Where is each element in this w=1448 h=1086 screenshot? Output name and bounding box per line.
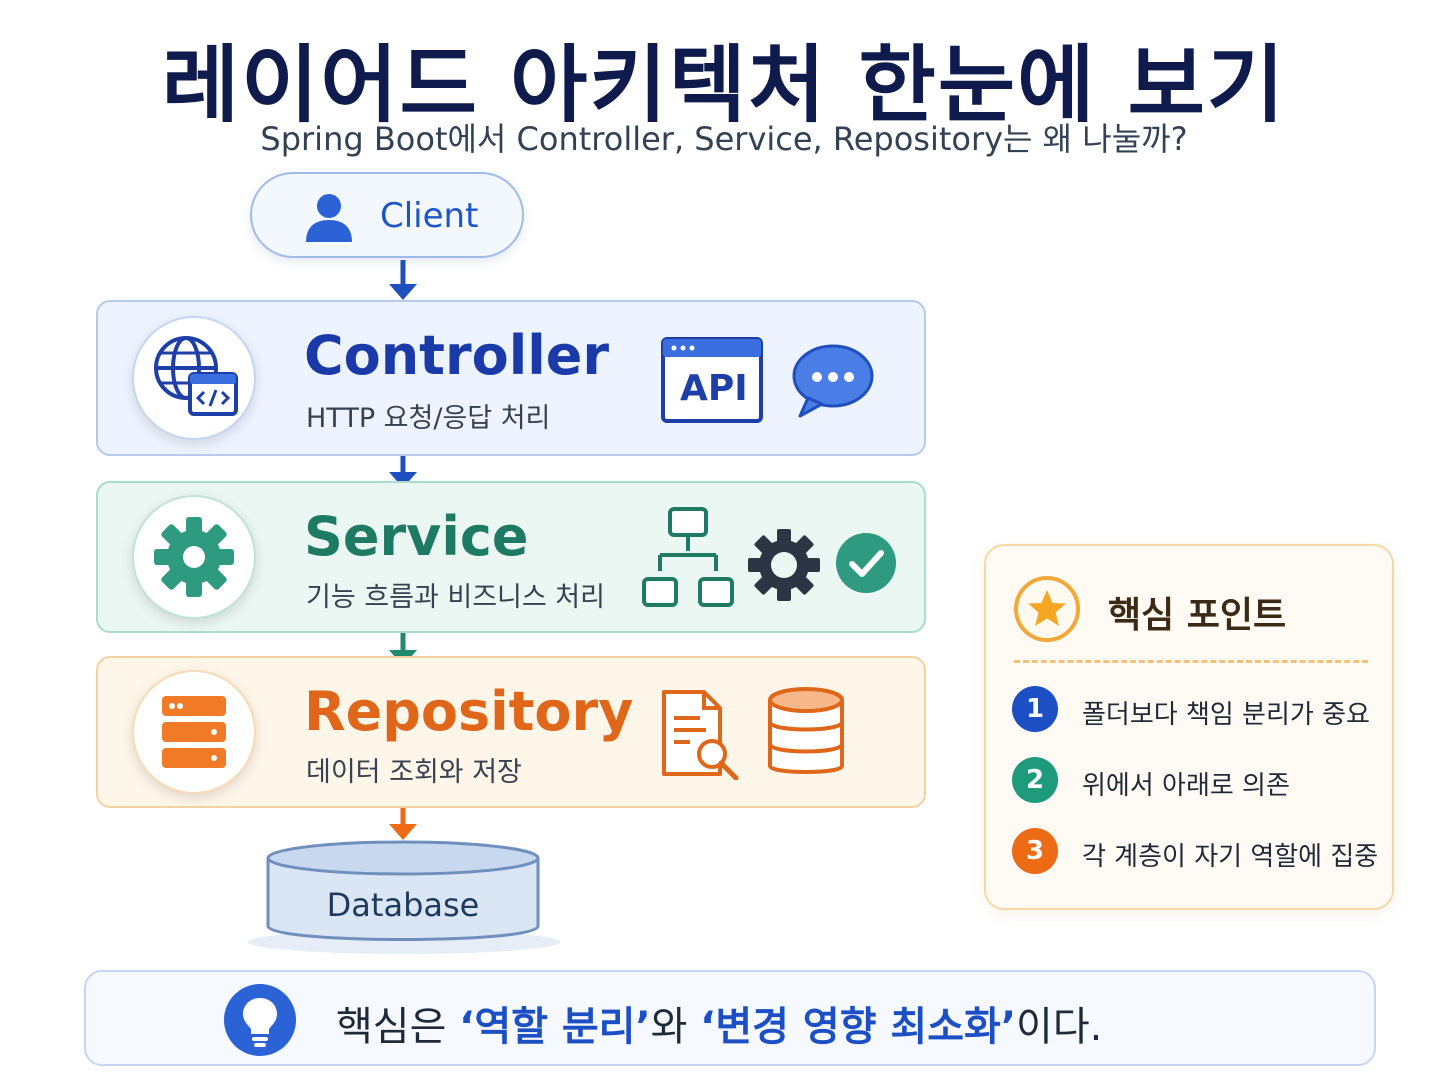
user-icon (306, 194, 352, 242)
key-points-title: 핵심 포인트 (1108, 595, 1287, 636)
key-point-item: 1 폴더보다 책임 분리가 중요 (1012, 686, 1382, 734)
summary-middle: 와 (650, 1004, 701, 1050)
gear-icon (154, 517, 234, 597)
repository-desc: 데이터 조회와 저장 (306, 757, 522, 788)
api-window-icon (661, 337, 763, 423)
flowchart-icon (642, 507, 734, 607)
repository-layer: Repository 데이터 조회와 저장 (96, 656, 926, 808)
chat-bubble-icon (792, 344, 874, 418)
key-point-item: 2 위에서 아래로 의존 (1012, 757, 1382, 805)
check-circle-icon (836, 533, 896, 593)
key-point-text: 위에서 아래로 의존 (1082, 771, 1290, 801)
summary-banner: 핵심은 ‘역할 분리’와 ‘변경 영향 최소화’이다. (84, 970, 1376, 1066)
page-title: 레이어드 아키텍처 한눈에 보기 (161, 36, 1287, 134)
key-points-divider (1014, 660, 1368, 663)
key-point-number: 3 (1012, 828, 1058, 874)
controller-desc: HTTP 요청/응답 처리 (306, 403, 551, 434)
summary-prefix: 핵심은 (336, 1004, 460, 1050)
key-point-text: 각 계층이 자기 역할에 집중 (1082, 842, 1379, 872)
controller-layer: Controller HTTP 요청/응답 처리 API (96, 300, 926, 456)
summary-suffix: 이다. (1016, 1004, 1103, 1050)
server-icon (162, 696, 226, 768)
api-label: API (680, 368, 748, 409)
repository-title: Repository (304, 680, 634, 743)
controller-icon-circle (132, 316, 256, 440)
star-icon (1014, 576, 1080, 642)
database-icon (768, 687, 844, 774)
key-point-number: 2 (1012, 757, 1058, 803)
summary-highlight-change-impact: ‘변경 영향 최소화’ (700, 1004, 1017, 1050)
web-code-icon (154, 336, 238, 416)
controller-title: Controller (304, 324, 609, 387)
database-cylinder (248, 840, 560, 954)
lightbulb-icon (224, 984, 296, 1056)
page-subtitle: Spring Boot에서 Controller, Service, Repos… (260, 120, 1188, 158)
document-search-icon (662, 690, 739, 780)
client-label: Client (380, 196, 479, 236)
service-desc: 기능 흐름과 비즈니스 처리 (306, 582, 605, 613)
gear-icon (748, 529, 820, 601)
key-point-text: 폴더보다 책임 분리가 중요 (1082, 700, 1370, 730)
service-title: Service (304, 505, 529, 568)
repository-icon-circle (132, 670, 256, 794)
arrow-down-icon (389, 260, 417, 300)
service-icon-circle (132, 495, 256, 619)
key-point-item: 3 각 계층이 자기 역할에 집중 (1012, 828, 1382, 876)
service-layer: Service 기능 흐름과 비즈니스 처리 (96, 481, 926, 633)
database-label: Database (326, 886, 480, 924)
summary-highlight-role-separation: ‘역할 분리’ (459, 1004, 651, 1050)
key-point-number: 1 (1012, 686, 1058, 732)
client-node: Client (250, 172, 524, 258)
key-points-panel: 핵심 포인트 1 폴더보다 책임 분리가 중요 2 위에서 아래로 의존 3 각… (984, 544, 1394, 910)
summary-text: 핵심은 ‘역할 분리’와 ‘변경 영향 최소화’이다. (336, 994, 1102, 1052)
